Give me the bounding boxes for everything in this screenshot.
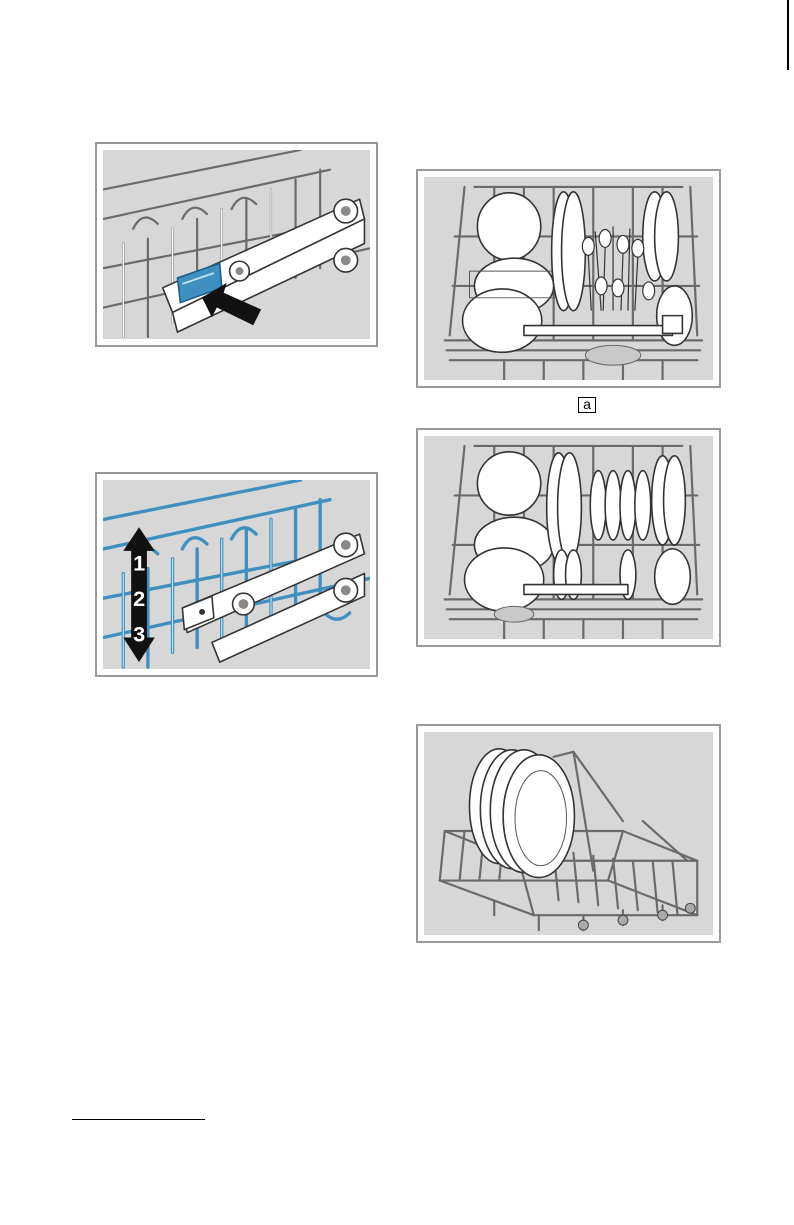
figure-upper-basket-plates	[416, 428, 721, 647]
step-1-label: 1	[133, 551, 145, 576]
upper-basket-loaded-with-cutlery-illustration	[424, 177, 713, 380]
plate-icon	[469, 749, 574, 878]
step-3-label: 3	[133, 621, 145, 646]
callout-marker-box	[663, 316, 683, 334]
rack-height-adjust-illustration: 1 2 3	[103, 480, 370, 669]
upper-basket-loaded-with-plates-illustration	[424, 436, 713, 639]
step-2-label: 2	[133, 586, 145, 611]
figure-rack-release-lever	[95, 142, 378, 347]
page-edge-mark	[787, 0, 789, 70]
plate-icon	[547, 453, 691, 605]
callout-label: a	[578, 397, 596, 413]
figure-upper-basket-cutlery	[416, 169, 721, 388]
lower-basket-with-plates-illustration	[424, 732, 713, 935]
rack-release-lever-illustration	[103, 150, 370, 339]
figure-rack-height-adjust: 1 2 3	[95, 472, 378, 677]
figure-lower-basket-plates	[416, 724, 721, 943]
footnote-rule	[72, 1119, 205, 1120]
